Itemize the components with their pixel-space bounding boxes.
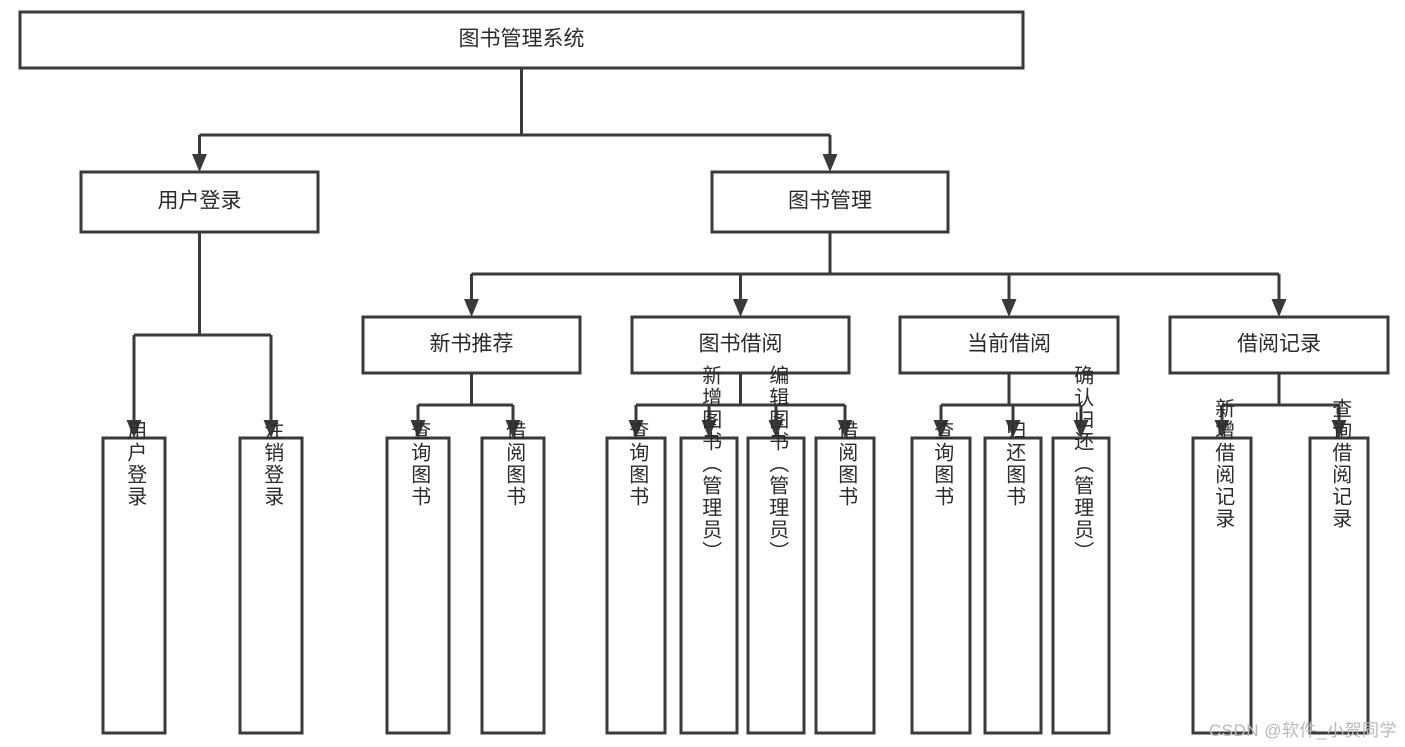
node-label: 用户登录 (124, 420, 147, 508)
node-label: 查询图书 (931, 420, 954, 508)
connector-layer (126, 68, 1347, 438)
node-label: 确认归还（管理员） (1071, 365, 1094, 563)
connector-arrowhead (1331, 420, 1347, 438)
diagram-node-level4[interactable]: 查询图书 (385, 420, 451, 735)
node-box[interactable] (983, 436, 1043, 735)
node-box[interactable] (746, 436, 806, 735)
node-label: 借阅图书 (835, 420, 858, 508)
connector-arrowhead (837, 420, 853, 438)
diagram-node-level4[interactable]: 借阅图书 (814, 420, 876, 735)
connector-arrowhead (1073, 420, 1089, 438)
node-box[interactable] (679, 436, 739, 735)
diagram-node-level4[interactable]: 编辑图书（管理员） (746, 365, 806, 735)
diagram-node-level4[interactable]: 查询图书 (605, 420, 667, 735)
diagram-node-level2[interactable]: 图书管理 (710, 170, 950, 234)
node-label: 新增借阅记录 (1212, 398, 1235, 530)
node-label: 新书推荐 (430, 333, 514, 356)
node-box[interactable] (710, 170, 950, 234)
connector-arrowhead (464, 299, 479, 317)
node-box[interactable] (605, 436, 667, 735)
connector-arrowhead (192, 154, 207, 172)
node-box[interactable] (1168, 315, 1390, 375)
diagram-node-level4[interactable]: 查询借阅记录 (1308, 398, 1370, 735)
node-box[interactable] (1051, 436, 1111, 735)
diagram-node-level2[interactable]: 用户登录 (79, 170, 320, 234)
node-label: 查询图书 (408, 420, 431, 508)
connector-arrowhead (1271, 299, 1287, 317)
diagram-node-level4[interactable]: 用户登录 (101, 420, 167, 735)
node-box[interactable] (1308, 436, 1370, 735)
node-label: 新增图书（管理员） (699, 365, 722, 563)
diagram-node-level4[interactable]: 借阅图书 (480, 420, 546, 735)
node-label: 借阅图书 (503, 420, 526, 508)
diagram-node-level4[interactable]: 确认归还（管理员） (1051, 365, 1111, 735)
diagram-node-level4[interactable]: 注销登录 (238, 420, 304, 735)
node-box[interactable] (18, 10, 1025, 70)
node-label: 查询借阅记录 (1329, 398, 1352, 530)
node-box[interactable] (361, 315, 582, 375)
connector-arrowhead (933, 420, 949, 438)
node-label: 图书管理 (788, 190, 872, 213)
connector-arrowhead (1214, 420, 1230, 438)
node-label: 注销登录 (261, 420, 284, 508)
diagram-node-level3[interactable]: 当前借阅 (898, 315, 1120, 375)
diagram-node-level4[interactable]: 归还图书 (983, 420, 1043, 735)
node-box[interactable] (1191, 436, 1253, 735)
diagram-node-level3[interactable]: 借阅记录 (1168, 315, 1390, 375)
node-box[interactable] (101, 436, 167, 735)
connector-arrowhead (263, 420, 279, 438)
connector-arrowhead (1005, 420, 1021, 438)
node-box[interactable] (79, 170, 320, 234)
connector-arrowhead (822, 154, 838, 172)
node-box[interactable] (238, 436, 304, 735)
node-box[interactable] (814, 436, 876, 735)
diagram-node-level4[interactable]: 查询图书 (910, 420, 972, 735)
connector-arrowhead (701, 420, 717, 438)
diagram-node-level4[interactable]: 新增图书（管理员） (679, 365, 739, 735)
watermark: CSDN @软件_小贺同学 (1208, 721, 1397, 740)
node-box[interactable] (385, 436, 451, 735)
node-label: 查询图书 (626, 420, 649, 508)
connector-arrowhead (733, 299, 748, 317)
connector-arrowhead (1001, 299, 1017, 317)
diagram-node-root[interactable]: 图书管理系统 (18, 10, 1025, 70)
node-box[interactable] (910, 436, 972, 735)
node-box[interactable] (898, 315, 1120, 375)
connector-arrowhead (768, 420, 784, 438)
connector-arrowhead (628, 420, 644, 438)
diagram-node-level4[interactable]: 新增借阅记录 (1191, 398, 1253, 735)
diagram-node-level3[interactable]: 图书借阅 (630, 315, 851, 375)
connector-arrowhead (410, 420, 426, 438)
diagram-node-level3[interactable]: 新书推荐 (361, 315, 582, 375)
node-label: 图书借阅 (699, 333, 783, 356)
connector-arrowhead (126, 420, 142, 438)
node-label: 当前借阅 (967, 333, 1051, 356)
node-box[interactable] (480, 436, 546, 735)
node-label: 归还图书 (1003, 420, 1026, 508)
node-label: 编辑图书（管理员） (766, 365, 789, 563)
node-box[interactable] (630, 315, 851, 375)
connector-arrowhead (505, 420, 521, 438)
node-label: 借阅记录 (1237, 333, 1321, 356)
node-label: 图书管理系统 (459, 28, 585, 51)
node-label: 用户登录 (158, 190, 242, 213)
node-layer: 图书管理系统用户登录图书管理新书推荐图书借阅当前借阅借阅记录用户登录注销登录查询… (18, 10, 1390, 735)
